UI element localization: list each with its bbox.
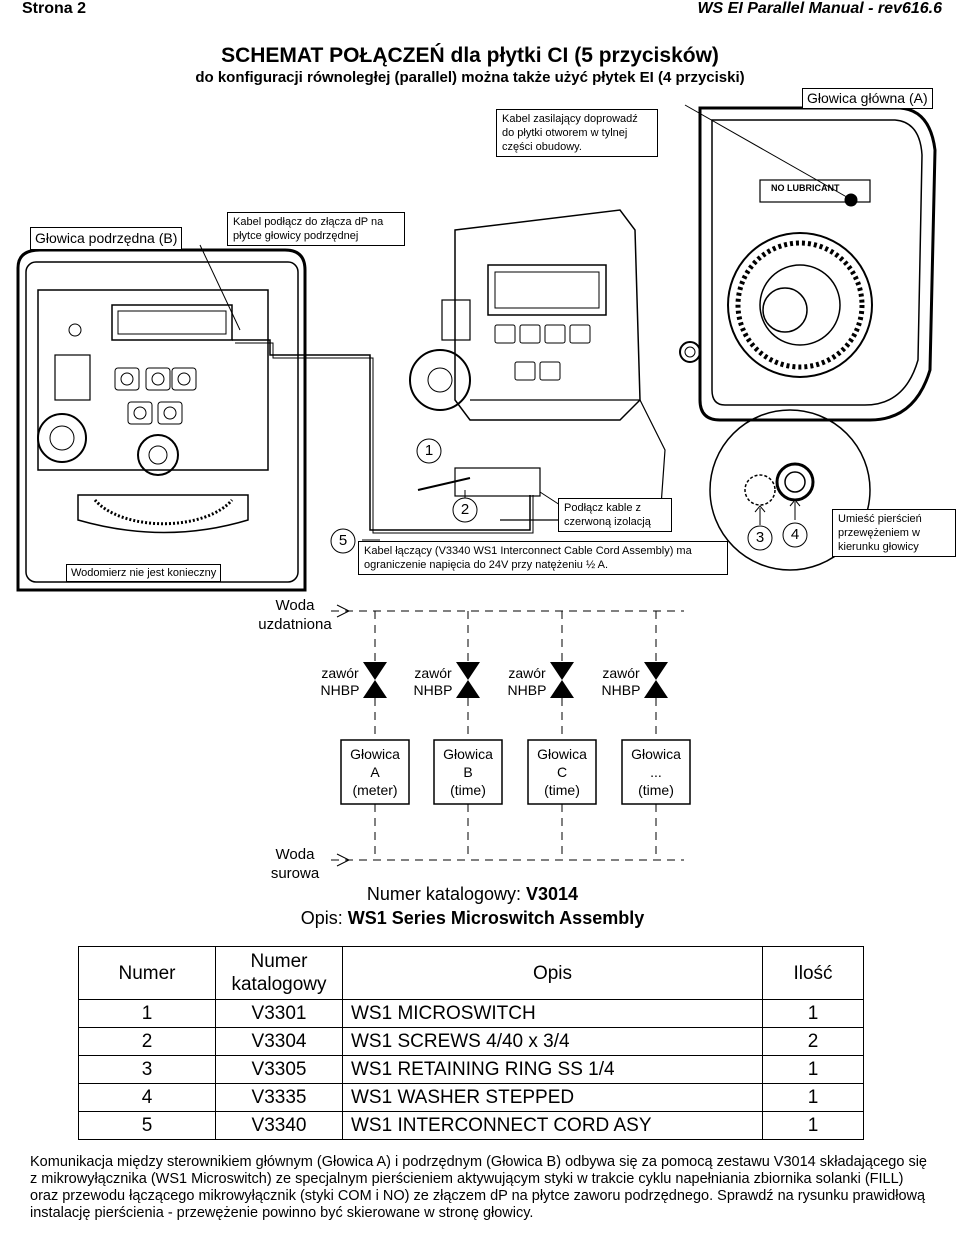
table-row: 3 V3305 WS1 RETAINING RING SS 1/4 1	[78, 1055, 864, 1084]
document-title: WS EI Parallel Manual - rev616.6	[697, 0, 942, 17]
part-marker-3: 3	[755, 529, 765, 546]
main-head-exploded-drawing	[409, 209, 701, 521]
part-marker-2: 2	[460, 501, 470, 518]
col-header-description: Opis	[342, 946, 763, 1000]
table-row: 5 V3340 WS1 INTERCONNECT CORD ASY 1	[78, 1111, 864, 1140]
col-header-catalog: Numer katalogowy	[215, 946, 343, 1000]
col-header-number: Numer	[78, 946, 216, 1000]
valve-symbol-b	[456, 662, 480, 698]
diagram-title: SCHEMAT POŁĄCZEŃ dla płytki CI (5 przyci…	[221, 44, 719, 67]
part-marker-5: 5	[338, 532, 348, 549]
valve-label-d: zawór NHBP	[601, 665, 641, 698]
leader-line	[684, 104, 853, 201]
connect-dp-callout: Kabel podłącz do złącza dP na płytce gło…	[227, 212, 405, 246]
table-row: 4 V3335 WS1 WASHER STEPPED 1	[78, 1083, 864, 1112]
connection-illustration: NO LUBRICANT	[16, 104, 937, 592]
slave-head-label: Głowica podrzędna (B)	[30, 227, 183, 250]
valve-label-a: zawór NHBP	[320, 665, 360, 698]
table-row: 2 V3304 WS1 SCREWS 4/40 x 3/4 2	[78, 1027, 864, 1056]
interconnect-cable	[232, 339, 531, 531]
flow-diagram	[331, 604, 691, 867]
main-head-drawing	[698, 106, 937, 422]
diagram-subtitle: do konfiguracji równoległej (parallel) m…	[195, 69, 745, 86]
treated-water-label: Woda uzdatniona	[258, 597, 332, 633]
no-lubricant-sticker: NO LUBRICANT	[771, 183, 840, 193]
part-marker-1: 1	[424, 442, 434, 459]
slave-head-drawing	[16, 248, 307, 592]
valve-label-b: zawór NHBP	[413, 665, 453, 698]
catalog-description: Opis: WS1 Series Microswitch Assembly	[300, 908, 645, 928]
valve-symbol-a	[363, 662, 387, 698]
ring-note-callout: Umieść pierścień przewężeniem w kierunku…	[832, 509, 956, 557]
part-marker-4: 4	[790, 526, 800, 543]
table-row: 1 V3301 WS1 MICROSWITCH 1	[78, 999, 864, 1028]
main-head-label: Głowica główna (A)	[802, 88, 933, 109]
head-box-d: Głowica...(time)	[631, 746, 681, 798]
red-insulation-callout: Podłącz kable z czerwoną izolacją	[558, 498, 672, 532]
power-cable-callout: Kabel zasilający doprowadź do płytki otw…	[496, 109, 658, 157]
footer-paragraph: Komunikacja między sterownikiem głównym …	[30, 1154, 927, 1221]
table-header-row: Numer Numer katalogowy Opis Ilość	[78, 946, 864, 1000]
page-number: Strona 2	[22, 0, 87, 17]
no-meter-callout: Wodomierz nie jest konieczny	[66, 564, 222, 582]
parts-table: Numer Numer katalogowy Opis Ilość 1 V330…	[78, 946, 864, 1140]
catalog-number: Numer katalogowy: V3014	[366, 884, 579, 904]
raw-water-label: Woda surowa	[270, 846, 320, 882]
valve-symbol-d	[644, 662, 668, 698]
ring-detail-drawing	[709, 409, 871, 571]
col-header-quantity: Ilość	[762, 946, 864, 1000]
valve-label-c: zawór NHBP	[507, 665, 547, 698]
valve-symbol-c	[550, 662, 574, 698]
cord-note-callout: Kabel łączący (V3340 WS1 Interconnect Ca…	[358, 541, 728, 575]
